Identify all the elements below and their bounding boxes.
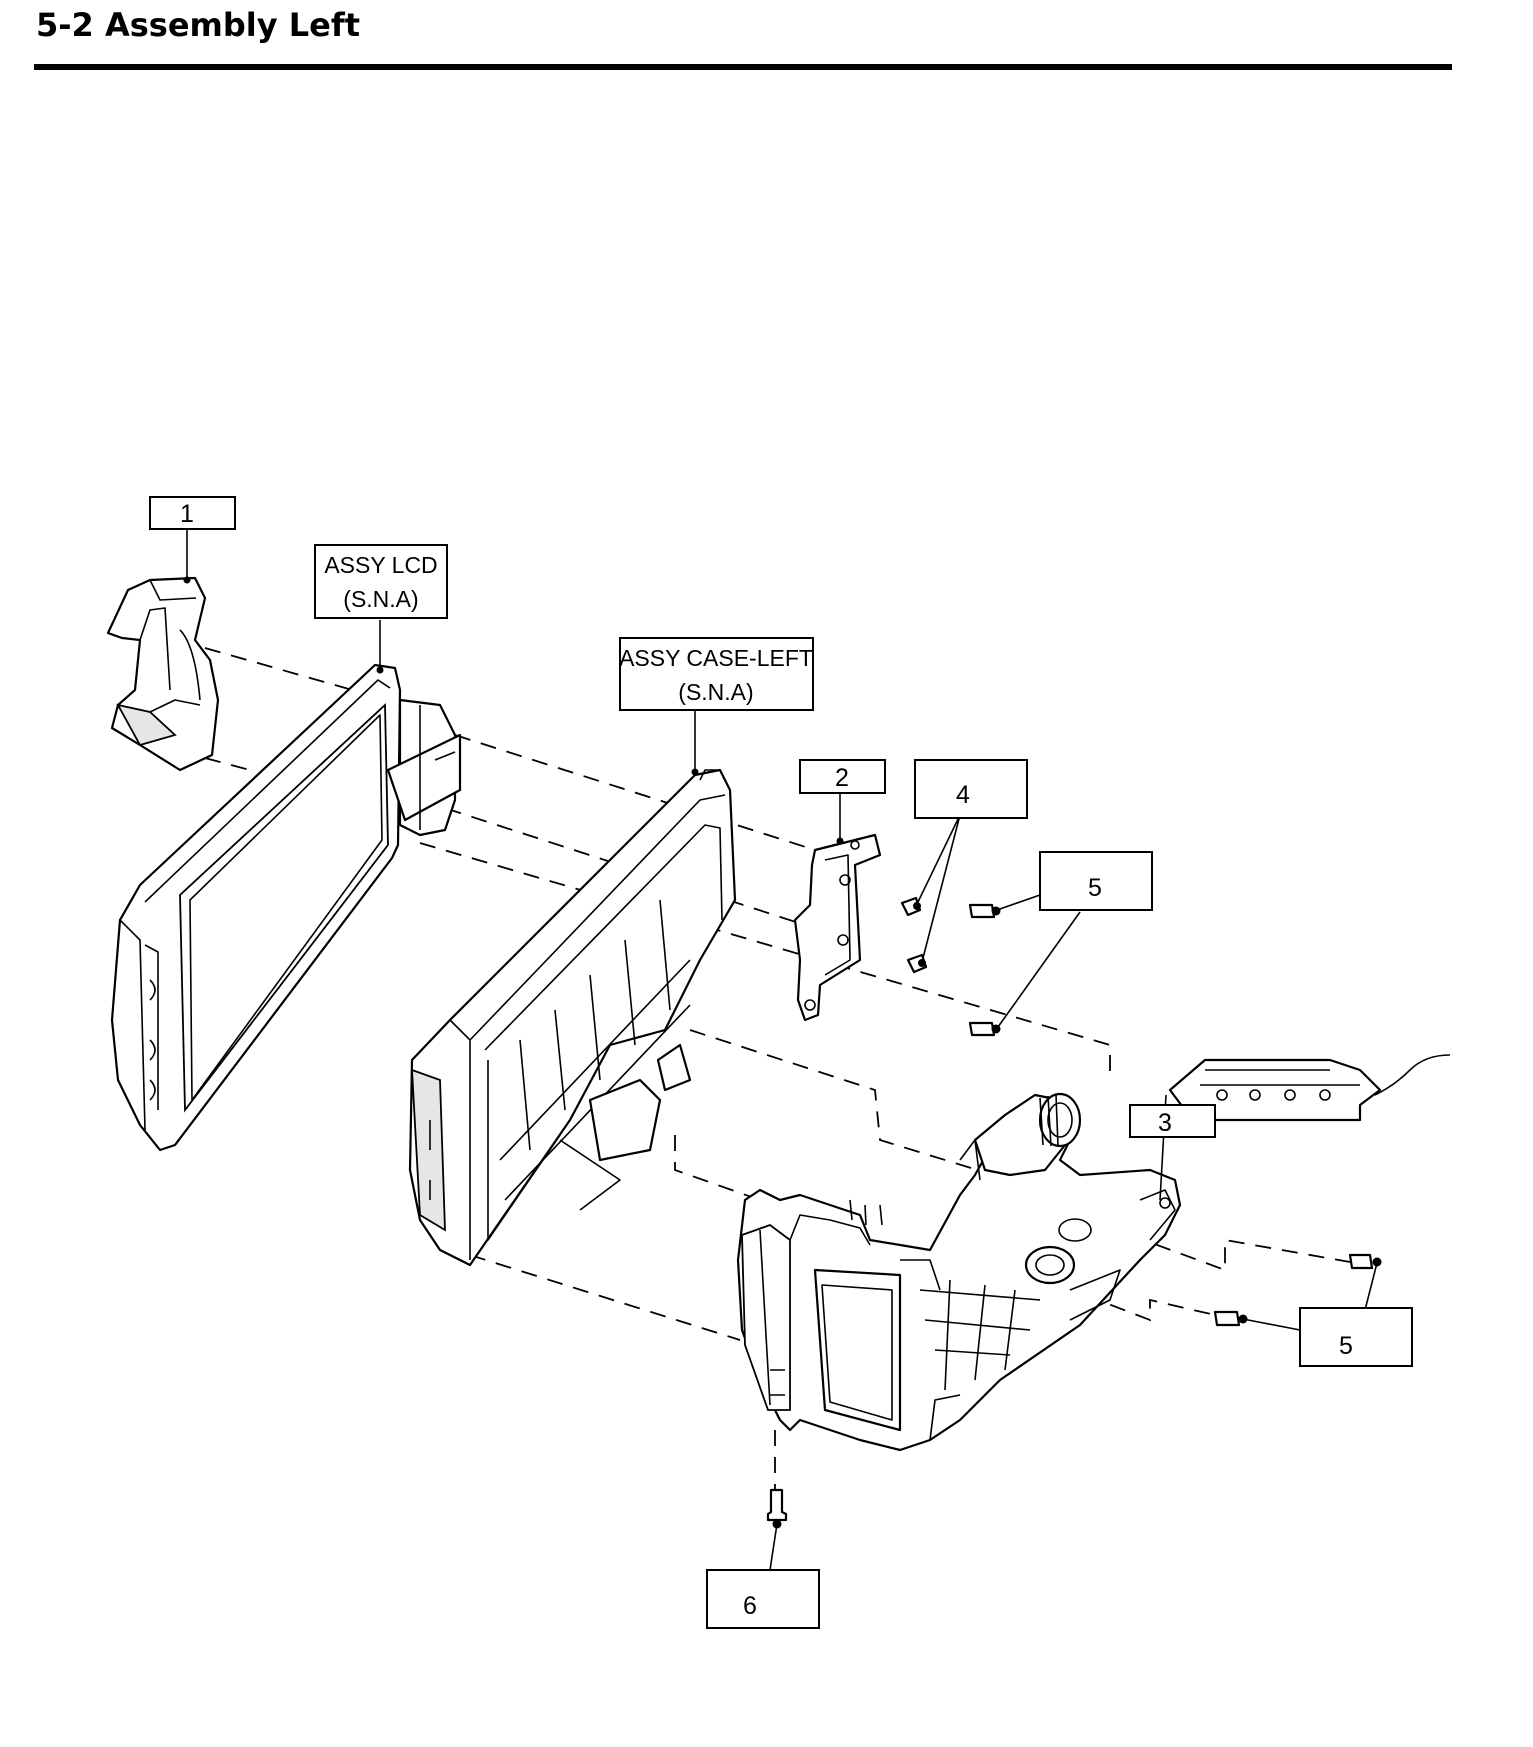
assy-case-left-line1: ASSY CASE-LEFT [619,645,813,671]
assy-case-left-drawing [408,768,737,1267]
part-4-screws-drawing [900,896,928,974]
callout-assy-lcd: ASSY LCD (S.N.A) [314,544,448,619]
callout-part-6: 6 [706,1569,820,1629]
callout-part-5-lower: 5 [1299,1307,1413,1367]
part-1-bracket-drawing [106,576,220,772]
callout-5-lower-number: 5 [1339,1332,1353,1360]
callout-part-1: 1 [149,496,236,530]
callout-3-number: 3 [1158,1109,1172,1137]
main-chassis-drawing [736,1092,1182,1452]
part-5-lower-screws-drawing [1213,1253,1382,1327]
assy-lcd-line2: (S.N.A) [343,586,418,612]
title-rule [34,64,1452,70]
callout-assy-case-left: ASSY CASE-LEFT (S.N.A) [619,637,814,711]
callout-part-2: 2 [799,759,886,794]
part-2-plate-drawing [793,833,882,1022]
assy-lcd-drawing [110,663,462,1152]
assembly-guide-lines [204,647,1351,1515]
assy-case-left-line2: (S.N.A) [678,679,753,705]
part-3-board-drawing [1168,1054,1451,1122]
callout-1-number: 1 [180,500,194,528]
callout-part-4: 4 [914,759,1028,819]
part-6-screw-drawing [766,1488,788,1529]
page-title: 5-2 Assembly Left [36,6,361,44]
callout-2-number: 2 [835,764,849,792]
assy-lcd-line1: ASSY LCD [324,552,437,578]
callout-4-number: 4 [956,781,970,809]
callout-part-3: 3 [1129,1104,1216,1138]
callout-5-upper-number: 5 [1088,874,1102,902]
callout-part-5-upper: 5 [1039,851,1153,911]
part-5-upper-screws-drawing [968,903,1001,1037]
callout-6-number: 6 [743,1592,757,1620]
